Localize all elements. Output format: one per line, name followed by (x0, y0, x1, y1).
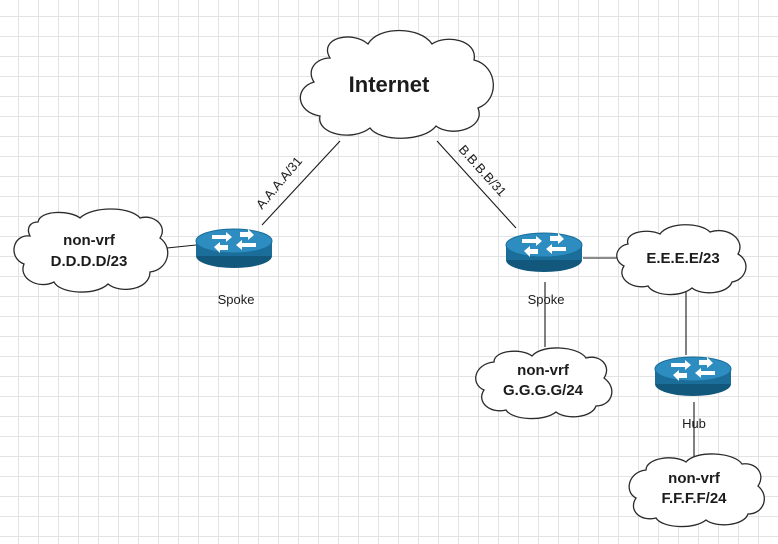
internet-label: Internet (349, 72, 430, 97)
network-g-line2: G.G.G.G/24 (503, 382, 584, 399)
router-hub (654, 356, 732, 397)
network-f-line2: F.F.F.F/24 (661, 490, 727, 507)
router-icon (505, 232, 583, 273)
network-d-line1: non-vrf (63, 232, 116, 249)
router-spoke-left-label: Spoke (218, 292, 255, 307)
wan-label-left: A.A.A.A/31 (253, 154, 305, 212)
router-spoke-left (195, 228, 273, 269)
network-e-line1: E.E.E.E/23 (646, 250, 719, 267)
internet-cloud: Internet (299, 29, 494, 139)
router-spoke-right-label: Spoke (528, 292, 565, 307)
link-internet-spoke-right (436, 140, 517, 229)
network-d-line2: D.D.D.D/23 (51, 253, 128, 270)
network-g-line1: non-vrf (517, 362, 570, 379)
network-cloud-g: non-vrf G.G.G.G/24 (475, 347, 613, 420)
router-icon (654, 356, 732, 397)
router-hub-label: Hub (682, 416, 706, 431)
network-cloud-e: E.E.E.E/23 (616, 224, 747, 296)
network-cloud-f: non-vrf F.F.F.F/24 (628, 453, 765, 528)
network-f-line1: non-vrf (668, 470, 721, 487)
network-cloud-d: non-vrf D.D.D.D/23 (13, 208, 169, 293)
link-internet-spoke-left (261, 140, 341, 226)
router-icon (195, 228, 273, 269)
link-d-spoke-left (166, 244, 197, 249)
router-spoke-right (505, 232, 583, 273)
